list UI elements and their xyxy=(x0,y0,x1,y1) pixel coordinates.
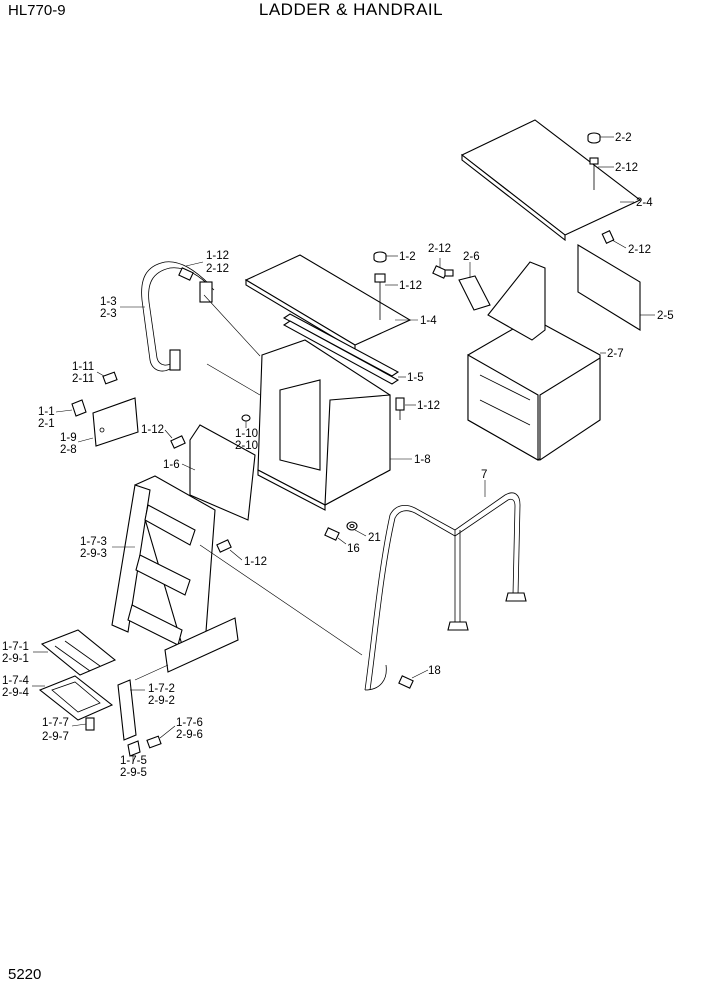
plate-2-6 xyxy=(458,275,491,311)
callout-2-9-1: 2-9-1 xyxy=(2,653,29,665)
bolt-1-12-top xyxy=(374,273,386,320)
callout-2-9-4: 2-9-4 xyxy=(2,687,29,699)
plate-1-6 xyxy=(189,424,256,521)
callout-2-9-2: 2-9-2 xyxy=(148,695,175,707)
callout-7: 7 xyxy=(481,469,487,481)
bolt-2-12-right xyxy=(601,230,615,244)
callout-2-6: 2-6 xyxy=(463,251,480,263)
bolt-1-12-mid xyxy=(170,435,186,449)
callout-1-1: 1-1 xyxy=(38,406,55,418)
callout-2-3: 2-3 xyxy=(100,308,117,320)
bolt-1-7-6 xyxy=(146,735,162,749)
bolt-18 xyxy=(398,675,414,689)
washer-21 xyxy=(346,521,358,531)
callout-18: 18 xyxy=(428,665,441,677)
box-1-8 xyxy=(257,339,391,511)
callout-1-10: 1-10 xyxy=(235,428,258,440)
page-number: 5220 xyxy=(8,966,42,983)
bolt-1-12-ladder xyxy=(216,539,232,553)
callout-2-9-3: 2-9-3 xyxy=(80,548,107,560)
callout-1-7-1: 1-7-1 xyxy=(2,641,29,653)
callout-1-12-a: 1-12 xyxy=(206,250,229,262)
callout-1-4: 1-4 xyxy=(420,315,437,327)
pin-1-10 xyxy=(241,414,251,422)
callout-1-12-e: 1-12 xyxy=(244,556,267,568)
page-title: LADDER & HANDRAIL xyxy=(258,0,444,19)
callout-2-2: 2-2 xyxy=(615,132,632,144)
callout-1-12-b: 1-12 xyxy=(399,280,422,292)
callout-1-7-2: 1-7-2 xyxy=(148,683,175,695)
clip-1-1 xyxy=(71,399,87,417)
callout-1-9: 1-9 xyxy=(60,432,77,444)
callout-2-12-left: 2-12 xyxy=(428,243,451,255)
callout-2-9-6: 2-9-6 xyxy=(176,729,203,741)
cap-2-2 xyxy=(587,132,601,144)
bolt-16 xyxy=(324,527,340,541)
bolt-1-12-left xyxy=(178,267,194,281)
callout-2-10: 2-10 xyxy=(235,440,258,452)
callout-2-9-5: 2-9-5 xyxy=(120,767,147,779)
bracket-2-7 xyxy=(467,261,601,462)
bolt-1-7-7 xyxy=(85,717,95,731)
callout-1-7-5: 1-7-5 xyxy=(120,755,147,767)
callout-16: 16 xyxy=(347,543,360,555)
callout-1-5: 1-5 xyxy=(407,372,424,384)
ladder-frame-1-7-3 xyxy=(111,475,239,673)
bolt-2-12-top xyxy=(589,157,599,190)
step-1-7-1 xyxy=(40,629,117,676)
bolt-1-11 xyxy=(102,371,118,385)
callout-1-12-d: 1-12 xyxy=(141,424,164,436)
cap-1-2 xyxy=(373,251,387,263)
leader-lines xyxy=(32,136,655,762)
bolt-1-12-right xyxy=(395,397,405,420)
callout-2-12-top: 2-12 xyxy=(615,162,638,174)
callout-2-7: 2-7 xyxy=(607,348,624,360)
callout-1-8: 1-8 xyxy=(414,454,431,466)
callout-2-12-b: 2-12 xyxy=(206,263,229,275)
plate-1-9 xyxy=(92,397,139,447)
callout-2-5: 2-5 xyxy=(657,310,674,322)
handrail-7 xyxy=(364,492,527,691)
callout-1-12-c: 1-12 xyxy=(417,400,440,412)
callout-labels: 2-2 2-12 2-4 2-12 2-12 2-6 2-5 2-7 1-12 … xyxy=(2,132,674,779)
callout-1-2: 1-2 xyxy=(399,251,416,263)
callout-2-11: 2-11 xyxy=(72,373,94,385)
handrail-1-3 xyxy=(141,261,215,372)
callout-1-7-7: 1-7-7 xyxy=(42,717,69,729)
bracket-1-7-2 xyxy=(117,679,137,741)
callout-2-9-7: 2-9-7 xyxy=(42,731,69,743)
plate-2-5 xyxy=(577,244,641,331)
plate-1-7-5 xyxy=(127,740,141,757)
step-frame-1-7-4 xyxy=(38,675,114,721)
callout-2-8: 2-8 xyxy=(60,444,77,456)
callout-2-4: 2-4 xyxy=(636,197,653,209)
step-plate-2-4 xyxy=(460,119,642,242)
callout-1-6: 1-6 xyxy=(163,459,180,471)
callout-2-1: 2-1 xyxy=(38,418,55,430)
strip-1-5 xyxy=(282,313,400,385)
callout-1-11: 1-11 xyxy=(72,361,94,373)
callout-1-7-4: 1-7-4 xyxy=(2,675,29,687)
callout-1-7-6: 1-7-6 xyxy=(176,717,203,729)
callout-2-12-right: 2-12 xyxy=(628,244,651,256)
callout-21: 21 xyxy=(368,532,381,544)
callout-1-7-3: 1-7-3 xyxy=(80,536,107,548)
bolt-2-12-left xyxy=(432,265,454,279)
callout-1-3: 1-3 xyxy=(100,296,117,308)
model-number: HL770-9 xyxy=(8,2,66,19)
